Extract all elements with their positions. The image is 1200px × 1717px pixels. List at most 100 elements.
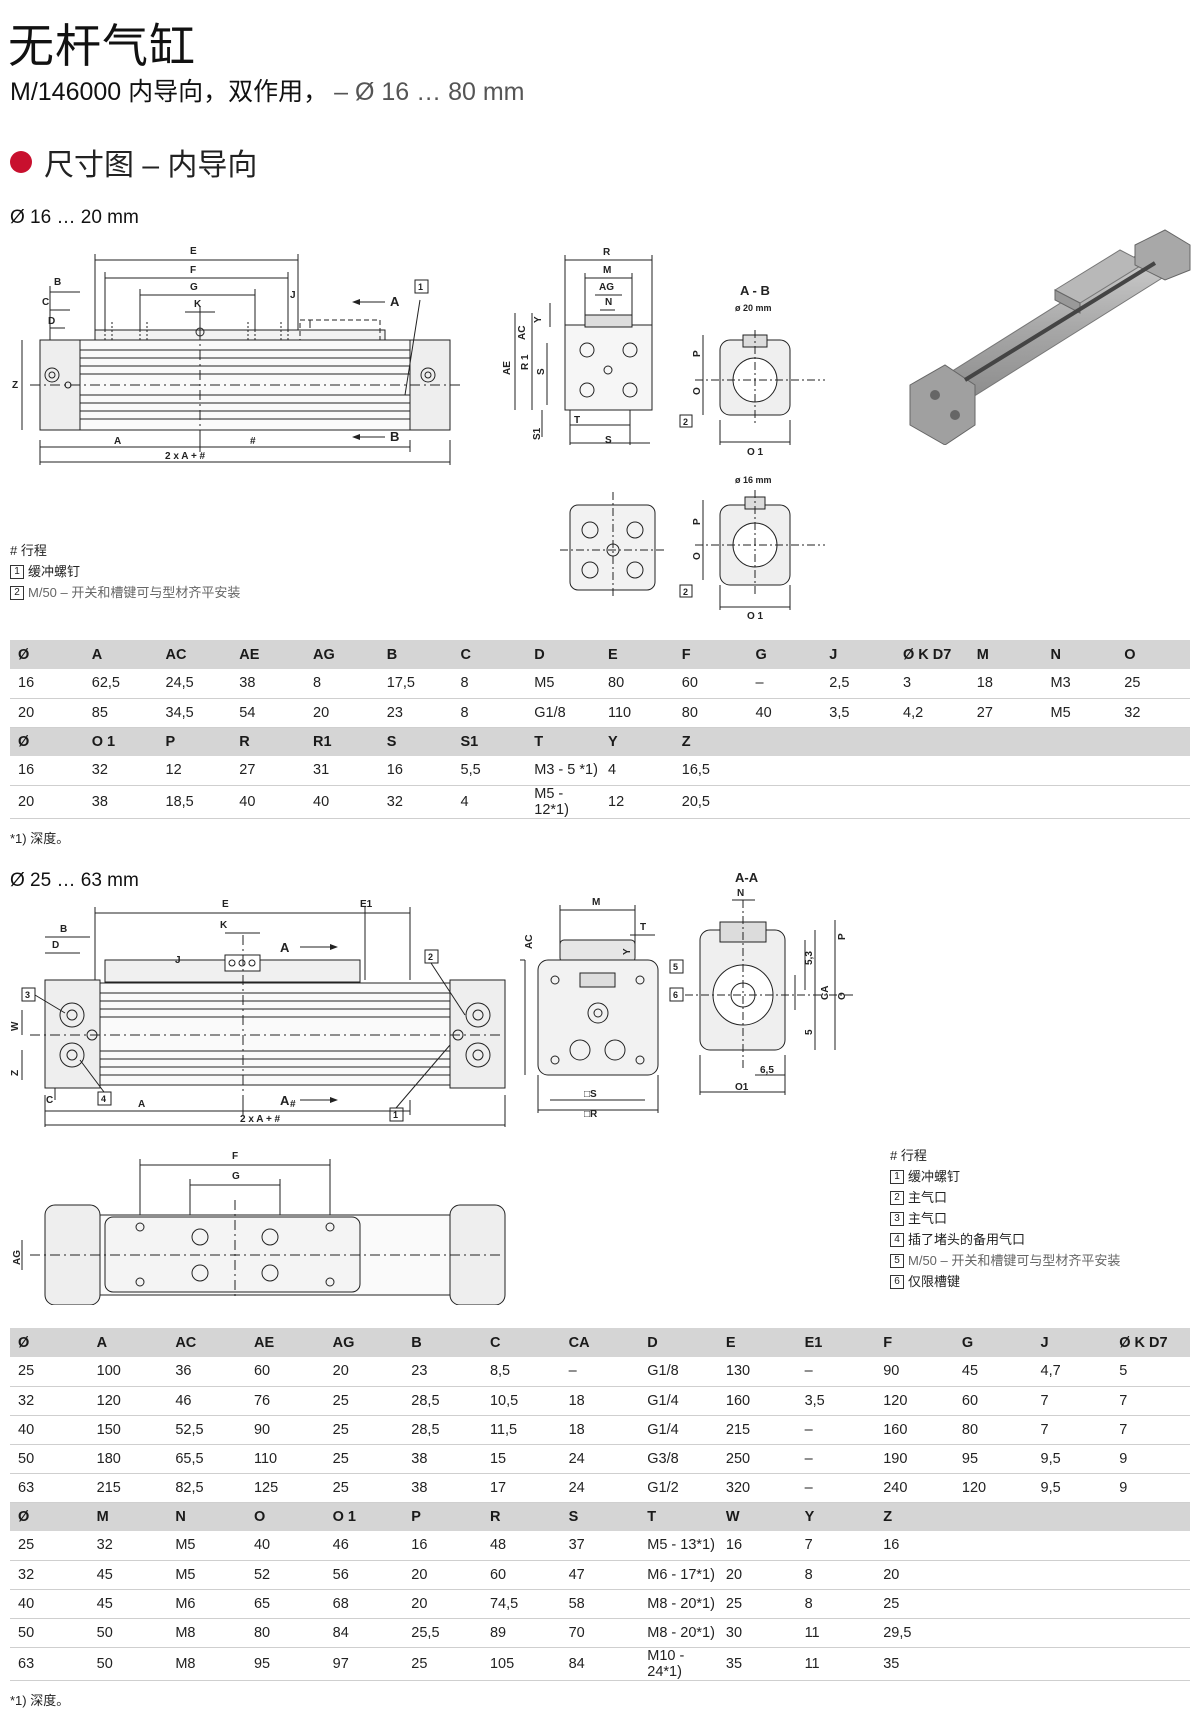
table-cell [1042, 785, 1117, 819]
svg-text:T: T [574, 415, 580, 426]
table-cell: 18 [560, 1415, 640, 1445]
table-cell: 38 [83, 785, 158, 819]
large-top-view-drawing: F G AG [12, 1151, 506, 1305]
table-cell: 90 [875, 1357, 954, 1387]
table-cell: 95 [245, 1647, 325, 1681]
section-heading: 尺寸图 – 内导向 [10, 140, 257, 184]
table-header-cell: B [403, 1328, 482, 1357]
table-header-cell: A [88, 1328, 168, 1357]
table-cell: 180 [88, 1444, 168, 1474]
table-header-cell: W [717, 1502, 797, 1531]
table-cell: 20 [10, 785, 84, 819]
table-cell: 50 [10, 1444, 89, 1474]
svg-text:AC: AC [524, 935, 535, 949]
table-cell: 150 [88, 1415, 168, 1445]
table-cell [953, 1589, 1033, 1619]
table-cell: 10,5 [481, 1386, 561, 1416]
table-header-cell: J [821, 640, 895, 669]
svg-text:Y: Y [533, 316, 544, 323]
table-cell: 76 [245, 1386, 325, 1416]
table-cell: 9 [1111, 1473, 1190, 1503]
svg-text:R: R [603, 247, 611, 258]
table-cell: 20 [403, 1560, 482, 1590]
table-cell: 18,5 [157, 785, 232, 819]
table-cell: M8 - 20*1) [639, 1618, 718, 1648]
table-header-cell: C [481, 1328, 561, 1357]
subtitle-range: – Ø 16 … 80 mm [334, 78, 525, 106]
svg-text:C: C [42, 297, 49, 308]
svg-text:AG: AG [599, 282, 614, 293]
table-cell [1116, 785, 1190, 819]
svg-text:Y: Y [622, 948, 633, 955]
legend-item: # 行程 [10, 543, 47, 558]
table-header-cell [1116, 727, 1190, 756]
table-header-cell: P [157, 727, 232, 756]
table-cell: 45 [88, 1589, 168, 1619]
svg-text:S: S [605, 435, 612, 446]
table-header-cell: AC [167, 1328, 246, 1357]
table-cell: M5 - 12*1) [526, 785, 600, 819]
svg-text:B: B [54, 277, 61, 288]
table-cell: 8 [452, 698, 527, 728]
table-cell: 20 [10, 698, 84, 728]
table-header-cell: Y [600, 727, 674, 756]
table-cell: 3 [895, 669, 969, 699]
table-cell: 29,5 [875, 1618, 954, 1648]
table-cell: 63 [10, 1473, 89, 1503]
table-cell: 16 [717, 1531, 797, 1561]
table-cell: M8 [167, 1647, 246, 1681]
table-cell: 40 [305, 785, 379, 819]
table-cell: 28,5 [403, 1386, 482, 1416]
table-header-cell: Ø K D7 [895, 640, 969, 669]
table-cell [1116, 756, 1190, 786]
svg-text:A: A [280, 940, 290, 955]
svg-text:2: 2 [428, 952, 433, 962]
table-cell: 74,5 [481, 1589, 561, 1619]
table-cell [1111, 1647, 1190, 1681]
table-cell: 25 [717, 1589, 797, 1619]
table-cell [953, 1618, 1033, 1648]
table-cell: 52 [245, 1560, 325, 1590]
subtitle-main: M/146000 内导向，双作用， [10, 78, 329, 106]
table-cell [1111, 1618, 1190, 1648]
small-side-view-drawing: E F G K B C D J Z A # 2 x A + # A B 1 [12, 246, 460, 465]
table-cell: 25 [10, 1531, 89, 1561]
table-cell [968, 785, 1043, 819]
table-cell: 60 [245, 1357, 325, 1387]
svg-text:O: O [692, 552, 703, 560]
svg-text:2 x A + #: 2 x A + # [240, 1114, 281, 1125]
table-header-cell [821, 727, 895, 756]
table-cell: – [796, 1473, 876, 1503]
table-cell: 32 [378, 785, 453, 819]
table-cell: 9,5 [1032, 1444, 1112, 1474]
table-cell: 25 [875, 1589, 954, 1619]
table-cell: 9 [1111, 1444, 1190, 1474]
legend-item: # 行程 [890, 1148, 927, 1163]
table-cell: 17 [481, 1473, 561, 1503]
table-header-cell: E [717, 1328, 797, 1357]
table-header-cell: AG [305, 640, 379, 669]
svg-text:AG: AG [12, 1250, 23, 1265]
table-cell: 11 [796, 1647, 876, 1681]
svg-text:R 1: R 1 [520, 354, 531, 370]
small-footnote: *1) 深度。 [10, 831, 70, 846]
table-header-cell: AE [245, 1328, 325, 1357]
table-cell [1111, 1531, 1190, 1561]
table-cell: 4 [600, 756, 674, 786]
table-header-cell: O [245, 1502, 325, 1531]
table-cell: 120 [88, 1386, 168, 1416]
svg-text:K: K [220, 920, 228, 931]
svg-text:G: G [232, 1171, 240, 1182]
table-cell: 50 [10, 1618, 89, 1648]
table-cell: 20,5 [673, 785, 748, 819]
table-cell: 240 [875, 1473, 954, 1503]
table-header-cell: T [526, 727, 600, 756]
svg-text:N: N [737, 888, 744, 899]
